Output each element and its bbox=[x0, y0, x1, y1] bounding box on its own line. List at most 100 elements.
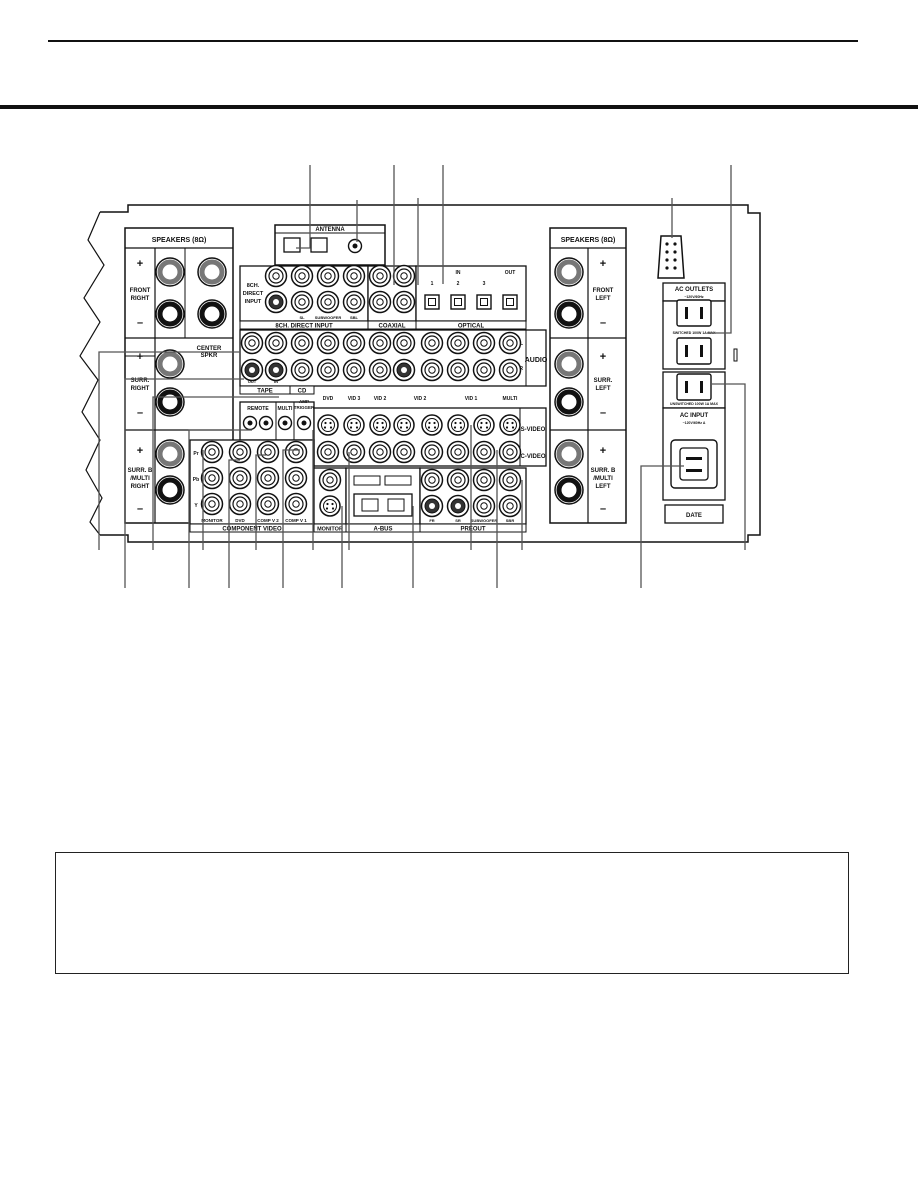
svg-text:FRONT: FRONT bbox=[593, 288, 614, 294]
svg-text:Y: Y bbox=[194, 503, 198, 509]
component-video-section: Pr Pb Y MONITOR DVD COMP V 2 COMP V 1 CO… bbox=[189, 439, 315, 533]
ac-input-label: AC INPUT bbox=[680, 413, 709, 419]
direct-input-section: 8CH. DIRECT INPUT SL SUBWOOFER SBL 8CH. … bbox=[239, 264, 527, 330]
svg-text:IN: IN bbox=[274, 379, 278, 384]
binding-post-fr-plus bbox=[156, 258, 184, 286]
svg-text:–: – bbox=[600, 317, 606, 329]
plus-fr: + bbox=[137, 258, 143, 270]
chassis-break-line bbox=[79, 211, 105, 536]
plus-sbr: + bbox=[137, 445, 143, 457]
surrb-right-l1: SURR. B bbox=[128, 468, 153, 474]
switched-outlet-2 bbox=[676, 337, 712, 365]
header-rule-thick bbox=[0, 105, 918, 109]
binding-post-fr-minus bbox=[156, 300, 184, 328]
note-box bbox=[55, 852, 849, 974]
svg-text:SWITCHED 100W 1A MAX: SWITCHED 100W 1A MAX bbox=[673, 331, 717, 335]
svg-text:SUBWOOFER: SUBWOOFER bbox=[471, 518, 498, 523]
svg-text:3: 3 bbox=[483, 281, 486, 287]
svg-text:~120V/60Hz A: ~120V/60Hz A bbox=[683, 421, 706, 425]
svg-text:–: – bbox=[600, 407, 606, 419]
antenna-label: ANTENNA bbox=[315, 227, 345, 233]
ac-input-section: AC INPUT ~120V/60Hz A DATE bbox=[662, 407, 726, 524]
svg-text:MULTI: MULTI bbox=[278, 406, 294, 412]
svg-text:FR: FR bbox=[429, 518, 434, 523]
surr-right-l1: SURR. bbox=[131, 378, 150, 384]
rear-panel-diagram: SPEAKERS (8Ω) + FRONT RIGHT – CENTER SPK… bbox=[79, 165, 761, 588]
svg-text:COMP V 1: COMP V 1 bbox=[285, 518, 307, 523]
direct-side-l2: DIRECT bbox=[243, 291, 264, 297]
svg-text:LEFT: LEFT bbox=[596, 484, 611, 490]
svg-text:SURR. B: SURR. B bbox=[591, 468, 616, 474]
svg-text:R: R bbox=[519, 366, 523, 372]
svg-text:SBL: SBL bbox=[350, 315, 359, 320]
direct-side-l1: 8CH. bbox=[247, 283, 260, 289]
surrb-right-l3: RIGHT bbox=[131, 484, 150, 490]
minus-sr: – bbox=[137, 407, 143, 419]
center-l2: SPKR bbox=[201, 353, 218, 359]
plus-sr: + bbox=[137, 351, 143, 363]
date-label: DATE bbox=[686, 513, 702, 519]
component-video-label: COMPONENT VIDEO bbox=[222, 527, 282, 533]
svg-text:OUT: OUT bbox=[505, 270, 516, 276]
ac-outlets-section: AC OUTLETS ~120V/60Hz SWITCHED 100W 1A M… bbox=[662, 282, 738, 409]
speakers-right-header: SPEAKERS (8Ω) bbox=[561, 237, 616, 244]
svg-text:~120V/60Hz: ~120V/60Hz bbox=[684, 295, 704, 299]
svg-text:LEFT: LEFT bbox=[596, 296, 611, 302]
audio-inputs-section: AUDIO L R OUT IN TAPE CD bbox=[239, 329, 548, 395]
preout-label: PREOUT bbox=[460, 527, 485, 533]
svg-text:VID 3: VID 3 bbox=[348, 396, 361, 402]
header-rule-thin bbox=[48, 40, 858, 42]
right-speaker-terminals: SPEAKERS (8Ω) + FRONT LEFT – + SURR. LEF… bbox=[549, 227, 627, 524]
direct-side-l3: INPUT bbox=[245, 299, 262, 305]
svg-text:–: – bbox=[600, 503, 606, 515]
binding-post-sr-plus bbox=[156, 350, 184, 378]
speakers-left-header: SPEAKERS (8Ω) bbox=[152, 237, 207, 244]
svg-text:MONITOR: MONITOR bbox=[201, 518, 223, 523]
binding-post-c-plus bbox=[198, 258, 226, 286]
monitor-label: MONITOR bbox=[317, 527, 343, 533]
monitor-abus-preout: MONITOR A-BUS FR SR SUBWOOFER SBR PREOUT bbox=[313, 467, 527, 533]
svg-text:DVD: DVD bbox=[323, 396, 334, 402]
chassis-outline bbox=[100, 204, 761, 543]
front-right-l2: RIGHT bbox=[131, 296, 150, 302]
front-right-l1: FRONT bbox=[130, 288, 151, 294]
audio-label: AUDIO bbox=[525, 357, 548, 364]
ac-outlets-label: AC OUTLETS bbox=[675, 287, 713, 293]
switched-outlet-1 bbox=[676, 299, 712, 327]
svg-text:COMP V 2: COMP V 2 bbox=[257, 518, 279, 523]
svg-text:LEFT: LEFT bbox=[596, 386, 611, 392]
svg-text:+: + bbox=[600, 445, 606, 457]
surrb-right-l2: /MULTI bbox=[130, 476, 150, 482]
binding-post-sbr-minus bbox=[156, 476, 184, 504]
video-inputs-section: S-VIDEO C-VIDEO DVD VID 3 VID 2 VID 2 VI… bbox=[313, 396, 547, 467]
fm-jack bbox=[347, 238, 363, 254]
svg-text:UNSWITCHED 100W 1A MAX: UNSWITCHED 100W 1A MAX bbox=[670, 402, 719, 406]
svg-text:VID 2: VID 2 bbox=[374, 396, 387, 402]
svg-text:Pr: Pr bbox=[193, 451, 198, 457]
antenna-section: ANTENNA bbox=[274, 224, 386, 266]
svg-text:SR: SR bbox=[455, 518, 461, 523]
svg-text:2: 2 bbox=[457, 281, 460, 287]
surr-right-l2: RIGHT bbox=[131, 386, 150, 392]
svg-text:MULTI: MULTI bbox=[503, 396, 519, 402]
binding-post-sr-minus bbox=[156, 388, 184, 416]
svideo-label: S-VIDEO bbox=[521, 427, 546, 433]
coaxial-label: COAXIAL bbox=[379, 324, 406, 330]
svg-text:TRIGGER: TRIGGER bbox=[294, 405, 315, 410]
svg-text:IN: IN bbox=[456, 270, 461, 276]
binding-post-c-minus bbox=[198, 300, 226, 328]
svg-text:VID 1: VID 1 bbox=[465, 396, 478, 402]
cvideo-label: C-VIDEO bbox=[520, 454, 545, 460]
tape-label: TAPE bbox=[257, 389, 273, 395]
rs232-connector bbox=[657, 235, 685, 279]
remote-trigger-section: REMOTE MULTI AMP TRIGGER bbox=[239, 399, 315, 441]
svg-text:REMOTE: REMOTE bbox=[247, 406, 269, 412]
direct-bar-label: 8CH. DIRECT INPUT bbox=[275, 324, 333, 330]
svg-text:1: 1 bbox=[431, 281, 434, 287]
svg-text:Pb: Pb bbox=[193, 477, 199, 483]
svg-text:VID 2: VID 2 bbox=[414, 396, 427, 402]
svg-text:+: + bbox=[600, 258, 606, 270]
center-l1: CENTER bbox=[197, 346, 222, 352]
minus-fr: – bbox=[137, 317, 143, 329]
svg-text:L: L bbox=[520, 341, 523, 347]
